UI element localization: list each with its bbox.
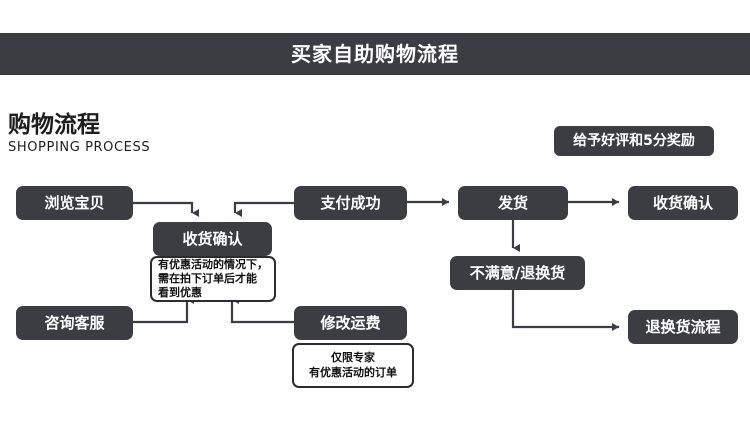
node-browse[interactable]: 浏览宝贝 [16, 186, 133, 220]
note-discount-line-1: 有优惠活动的情况下， [158, 257, 268, 271]
node-pay-success[interactable]: 支付成功 [294, 186, 407, 220]
note-expert-only: 仅限专家 有优惠活动的订单 [292, 343, 414, 388]
connector-dissatisfied-to-return [511, 290, 619, 331]
connector-shipping-to-discount-note [230, 296, 294, 324]
connector-service-to-discount-note [133, 296, 194, 324]
note-expert-line-1: 仅限专家 [331, 351, 375, 365]
note-expert-line-2: 有优惠活动的订单 [309, 365, 397, 379]
node-confirm-receipt-right[interactable]: 收货确认 [628, 186, 738, 220]
node-contact-service[interactable]: 咨询客服 [16, 306, 133, 340]
node-pay-success-label: 支付成功 [320, 193, 381, 212]
reward-badge: 给予好评和5分奖励 [554, 126, 714, 156]
node-browse-label: 浏览宝贝 [44, 193, 105, 212]
node-contact-service-label: 咨询客服 [44, 313, 105, 332]
node-confirm-receipt-middle[interactable]: 收货确认 [153, 222, 272, 256]
note-discount-info: 有优惠活动的情况下， 需在拍下订单后才能 看到优惠 [150, 256, 276, 302]
section-title-chinese: 购物流程 [8, 112, 100, 138]
node-modify-shipping[interactable]: 修改运费 [294, 306, 407, 340]
node-dissatisfied-return-label: 不满意/退换货 [469, 263, 566, 282]
node-dissatisfied-return[interactable]: 不满意/退换货 [450, 256, 585, 290]
node-ship[interactable]: 发货 [458, 186, 568, 220]
node-ship-label: 发货 [497, 193, 528, 212]
node-confirm-receipt-middle-label: 收货确认 [182, 229, 243, 248]
connector-pay-to-confirm [233, 201, 294, 217]
connector-browse-to-confirm [133, 201, 199, 217]
header-title: 买家自助购物流程 [291, 42, 459, 66]
header-bar: 买家自助购物流程 [0, 33, 750, 75]
node-modify-shipping-label: 修改运费 [320, 313, 381, 332]
reward-badge-label: 给予好评和5分奖励 [573, 133, 695, 149]
note-discount-line-3: 看到优惠 [158, 286, 202, 300]
note-discount-line-2: 需在拍下订单后才能 [158, 271, 257, 285]
section-heading: 购物流程 SHOPPING PROCESS [8, 112, 150, 156]
section-title-english: SHOPPING PROCESS [8, 140, 151, 156]
node-return-process[interactable]: 退换货流程 [628, 310, 738, 344]
node-confirm-receipt-right-label: 收货确认 [652, 193, 713, 212]
node-return-process-label: 退换货流程 [645, 317, 721, 336]
